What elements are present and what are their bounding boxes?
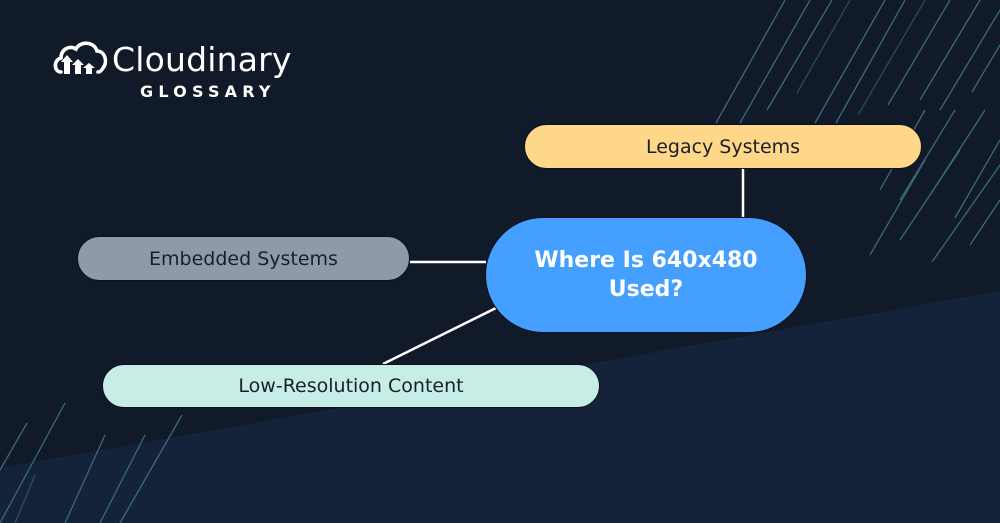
node-embedded-label: Embedded Systems [149, 247, 338, 270]
stripe-line [931, 164, 1000, 263]
cloudinary-logo[interactable]: Cloudinary GLOSSARY [50, 38, 292, 104]
node-low-resolution-content: Low-Resolution Content [102, 364, 600, 408]
stripe-line [739, 0, 811, 124]
node-legacy-label: Legacy Systems [645, 135, 801, 158]
stripe-line [64, 434, 106, 523]
stripes-bottom-left [0, 402, 183, 523]
stripes-top-right [715, 0, 1000, 263]
cloud-logo-icon [53, 41, 108, 74]
stripe-line [119, 414, 183, 523]
stripe-line [971, 44, 1000, 93]
stripe-line [796, 0, 851, 94]
node-embedded-systems: Embedded Systems [77, 236, 410, 281]
stripe-line [857, 0, 926, 116]
stripe-line [814, 0, 886, 124]
stripe-line [14, 474, 36, 523]
stripe-line [869, 159, 926, 256]
stripe-line [899, 149, 961, 241]
node-center-topic: Where Is 640x480 Used? [485, 217, 807, 333]
stripe-line [0, 402, 66, 523]
stripe-line [887, 0, 951, 106]
brand-subtitle: GLOSSARY [140, 82, 276, 101]
connector-lowres [382, 306, 497, 366]
stripe-line [715, 0, 786, 124]
center-topic-label: Where Is 640x480 Used? [534, 248, 758, 302]
stripe-line [835, 0, 906, 124]
node-legacy-systems: Legacy Systems [524, 124, 922, 169]
stripe-line [0, 422, 28, 471]
stripe-line [954, 139, 1000, 219]
stripe-line [919, 0, 981, 101]
stripe-line [899, 109, 956, 201]
node-lowres-label: Low-Resolution Content [238, 375, 464, 397]
stripe-line [939, 9, 1000, 111]
stripe-line [969, 199, 1000, 246]
stripe-line [766, 0, 833, 111]
brand-name: Cloudinary [112, 40, 292, 79]
stripe-line [99, 434, 146, 523]
